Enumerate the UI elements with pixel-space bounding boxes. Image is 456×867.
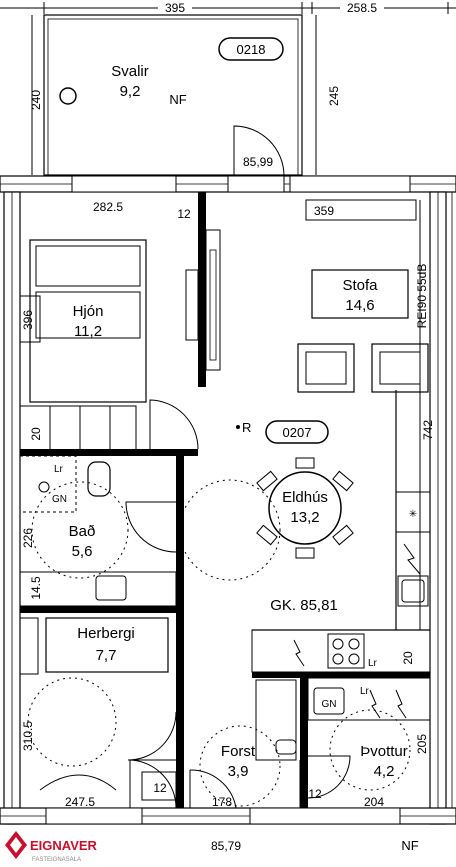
tag-r-mark: R bbox=[242, 420, 251, 435]
dim-living-width: 359 bbox=[314, 204, 334, 218]
room-area-thvottur: 4,2 bbox=[374, 763, 395, 780]
kitchen-counters: ✳ bbox=[179, 479, 431, 673]
dim-top-left: 395 bbox=[165, 1, 185, 15]
dim-laundry-205: 205 bbox=[415, 734, 429, 754]
dim-kitchen-20: 20 bbox=[401, 651, 415, 665]
tag-lr-laundry: Lr bbox=[360, 686, 370, 697]
exterior-wall-top bbox=[0, 175, 456, 193]
entry-fixtures bbox=[189, 725, 301, 809]
dim-bedroom-small: 12 bbox=[177, 207, 191, 221]
eignaver-logo: EIGNAVER FASTEIGNASALA bbox=[0, 826, 140, 867]
dim-hall-12: 12 bbox=[308, 787, 322, 801]
room-name-thvottur: Þvottur bbox=[360, 743, 408, 760]
room2-furniture bbox=[19, 617, 177, 809]
logo-brand-text: EIGNAVER bbox=[30, 838, 98, 853]
dim-room2-width: 247.5 bbox=[65, 795, 95, 809]
dim-laundry-204: 204 bbox=[364, 795, 384, 809]
tag-unit-main: 0207 bbox=[283, 425, 312, 440]
dim-hall-178: 178 bbox=[212, 795, 232, 809]
dim-balcony-height: 240 bbox=[29, 90, 43, 110]
dining-table bbox=[256, 457, 354, 559]
dim-living-depth: 742 bbox=[421, 420, 435, 440]
room-area-stofa: 14,6 bbox=[345, 297, 374, 314]
unit-tag-frame bbox=[265, 420, 329, 444]
exterior-wall-bottom bbox=[0, 807, 456, 825]
top-dimension-line bbox=[0, 1, 456, 14]
room-name-svalir: Svalir bbox=[111, 63, 149, 80]
room-name-eldhus: Eldhús bbox=[282, 489, 328, 506]
dim-door-bottom: 85,79 bbox=[211, 839, 241, 853]
room-area-hjon: 11,2 bbox=[74, 323, 102, 340]
svg-text:✳: ✳ bbox=[409, 509, 417, 520]
bath-fixtures bbox=[19, 455, 177, 607]
exterior-wall-sides bbox=[3, 191, 453, 825]
tag-nf-bottom: NF bbox=[401, 838, 418, 853]
bedroom-furniture bbox=[19, 229, 221, 451]
tag-fire-rating: REI90 55dB bbox=[415, 264, 429, 329]
dim-wall-12-b: 12 bbox=[153, 781, 167, 795]
room-name-forst: Forst bbox=[221, 743, 256, 760]
tag-gn-bath: GN bbox=[52, 494, 67, 505]
dim-top-right: 258.5 bbox=[347, 1, 377, 15]
tag-unit-top: 0218 bbox=[237, 42, 266, 57]
dim-balcony-height-right: 245 bbox=[327, 86, 341, 106]
dim-bedroom-width: 282.5 bbox=[93, 200, 123, 214]
laundry-fixtures bbox=[255, 677, 431, 799]
room-area-svalir: 9,2 bbox=[120, 83, 141, 100]
dim-wall-14-5: 14.5 bbox=[29, 576, 43, 600]
dim-door-top: 85,99 bbox=[243, 155, 273, 169]
dim-wall-20-a: 20 bbox=[29, 427, 43, 441]
room-area-bad: 5,6 bbox=[72, 543, 93, 560]
interior-walls bbox=[20, 192, 430, 808]
room-area-forst: 3,9 bbox=[228, 763, 249, 780]
room-name-hjon: Hjón bbox=[73, 303, 104, 320]
tag-gk-total: GK. 85,81 bbox=[270, 597, 338, 614]
logo-diamond-icon bbox=[5, 831, 27, 859]
balcony-outline bbox=[31, 14, 317, 177]
dim-bath-depth: 226 bbox=[21, 528, 35, 548]
logo-sub-text: FASTEIGNASALA bbox=[32, 857, 81, 863]
tag-nf-balcony: NF bbox=[169, 92, 186, 107]
tag-lr-bath: Lr bbox=[54, 464, 64, 475]
room-area-eldhus: 13,2 bbox=[290, 509, 319, 526]
room-name-stofa: Stofa bbox=[342, 277, 378, 294]
living-furniture bbox=[297, 199, 429, 393]
dim-room2-depth: 310.5 bbox=[21, 721, 35, 751]
tag-lr-kitchen: Lr bbox=[368, 658, 378, 669]
dim-bedroom-depth: 396 bbox=[21, 310, 35, 330]
room-area-herbergi: 7,7 bbox=[96, 647, 117, 664]
room-name-herbergi: Herbergi bbox=[77, 625, 135, 642]
tag-gn-laundry: GN bbox=[322, 699, 337, 710]
room-name-bad: Bað bbox=[69, 523, 96, 540]
